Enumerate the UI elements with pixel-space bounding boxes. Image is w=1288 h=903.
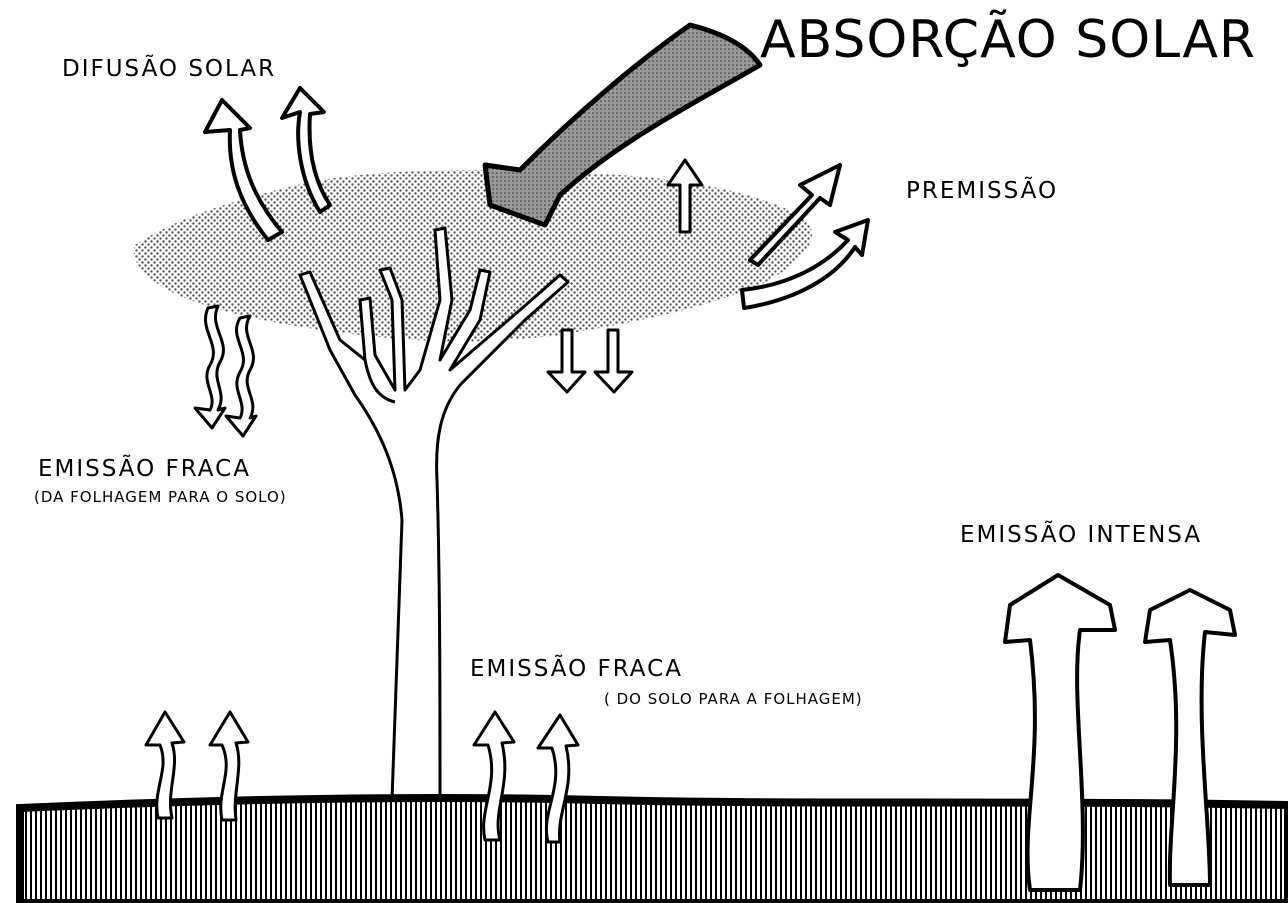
- tree: [298, 226, 570, 802]
- ground: [16, 793, 1288, 903]
- ground-weak-arrows-center: [472, 710, 580, 844]
- label-weak-emission-foliage: EMISSÃO FRACA: [38, 456, 251, 482]
- premission-arrows: [740, 163, 870, 310]
- canopy-up-arrow: [666, 158, 704, 234]
- label-solar-diffusion: DIFUSÃO SOLAR: [62, 56, 277, 82]
- ground-weak-arrows-left: [144, 710, 250, 822]
- label-weak-emission-foliage-note: (DA FOLHAGEM PARA O SOLO): [34, 488, 287, 506]
- label-premission: PREMISSÃO: [906, 178, 1059, 204]
- diffusion-arrows: [203, 86, 332, 242]
- strong-emission-arrows: [1003, 573, 1237, 892]
- canopy: [133, 170, 812, 342]
- label-solar-absorption: ABSORÇÃO SOLAR: [760, 10, 1257, 70]
- label-weak-emission-ground: EMISSÃO FRACA: [470, 656, 683, 682]
- solar-absorption-arrow: [482, 22, 763, 228]
- label-strong-emission: EMISSÃO INTENSA: [960, 522, 1203, 548]
- label-weak-emission-ground-note: ( DO SOLO PARA A FOLHAGEM): [604, 690, 863, 708]
- foliage-emission-arrows: [193, 304, 258, 438]
- canopy-down-arrows: [546, 328, 634, 394]
